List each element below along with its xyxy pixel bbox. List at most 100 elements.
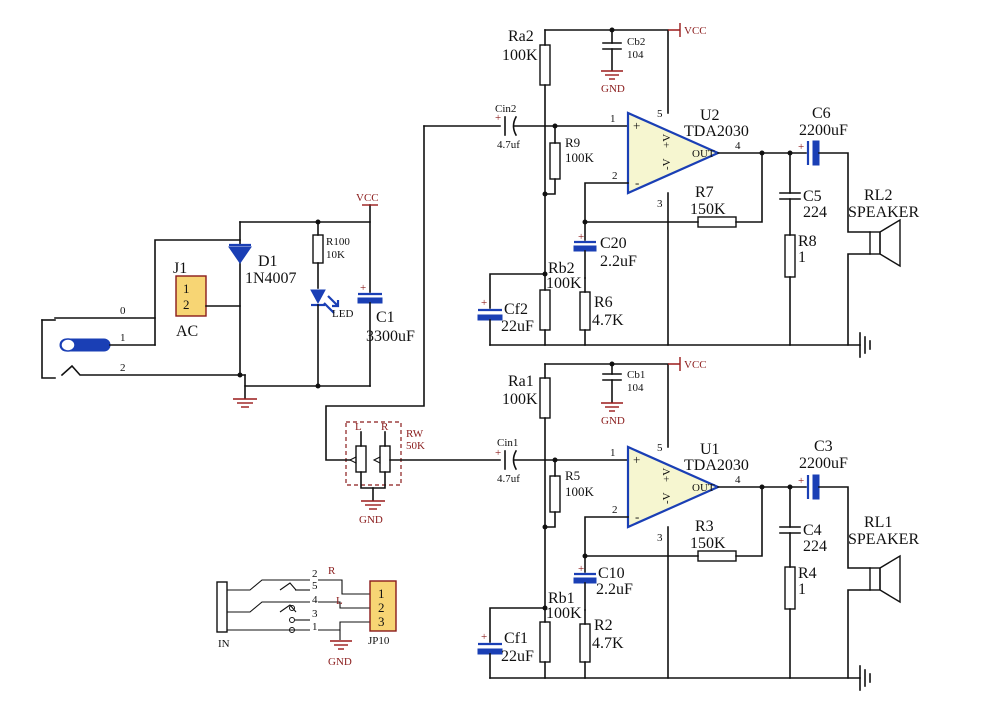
c1-value: 3300uF [366, 328, 415, 345]
rl1-value: SPEAKER [848, 531, 919, 548]
j1-ref: J1 [173, 260, 187, 277]
u1-pin2: 2 [612, 504, 618, 516]
capacitor-cb2: Cb2 104 GND [601, 29, 645, 95]
vcc-symbol-bottom: VCC [668, 357, 707, 371]
c10-ref: C10 [598, 565, 625, 582]
resistor-r100: R100 10K [312, 221, 350, 289]
u1-pin4: 4 [735, 474, 741, 486]
c5-value: 224 [803, 204, 827, 221]
c6-value: 2200uF [799, 122, 848, 139]
c3-ref: C3 [814, 438, 833, 455]
c1-polarity: + [360, 282, 366, 294]
led: LED [310, 289, 353, 387]
u1-value: TDA2030 [684, 457, 749, 474]
resistor-r7: R7 150K [584, 152, 763, 228]
r6-ref: R6 [594, 294, 613, 311]
gnd-label-cb1: GND [601, 415, 625, 427]
ra1-ref: Ra1 [508, 373, 534, 390]
svg-text:+: + [481, 631, 487, 643]
cf2-value: 22uF [501, 318, 534, 335]
r100-value: 10K [326, 249, 345, 261]
jack-in-pin-d: 3 [312, 608, 318, 620]
pot-right-label: R [381, 421, 389, 433]
r3-value: 150K [690, 535, 726, 552]
u2-minus: - [635, 175, 639, 190]
gnd-rail-top [859, 332, 871, 358]
ra2-ref: Ra2 [508, 28, 534, 45]
cb1-value: 104 [627, 382, 644, 394]
power-section: 0 1 2 J1 1 2 AC D1 1N4007 [41, 192, 415, 408]
jack-in-pin-c: 4 [312, 594, 318, 606]
j1-header: J1 1 2 AC [154, 239, 241, 346]
resistor-r5: R5 100K [544, 459, 595, 528]
r4-value: 1 [798, 581, 806, 598]
resistor-r2: R2 4.7K [579, 609, 624, 679]
net-r: R [328, 565, 336, 577]
pot-left-label: L [355, 421, 362, 433]
u2-pin4: 4 [735, 140, 741, 152]
jack-in-pin-b: 5 [312, 580, 318, 592]
gnd-symbol-power [233, 385, 257, 408]
cf2-ref: Cf2 [504, 301, 528, 318]
c20-ref: C20 [600, 235, 627, 252]
r7-ref: R7 [695, 184, 714, 201]
u2-ref: U2 [700, 107, 720, 124]
resistor-r3: R3 150K [584, 486, 763, 562]
j1-pin-1: 1 [183, 281, 190, 296]
opamp-u2: + - +V -V OUT U2 TDA2030 5 3 2 4 [612, 107, 749, 210]
u2-pin5: 5 [657, 108, 663, 120]
resistor-r9: R9 100K [544, 125, 595, 195]
d1-value: 1N4007 [245, 270, 297, 287]
rb1-ref: Rb1 [548, 590, 575, 607]
u2-pin3: 3 [657, 198, 663, 210]
dc-jack: 0 1 2 [41, 305, 246, 379]
speaker-rl1: RL1 SPEAKER [847, 514, 919, 679]
u1-minus: - [635, 509, 639, 524]
jack-pin-2: 2 [120, 362, 126, 374]
cb2-value: 104 [627, 49, 644, 61]
c5-ref: C5 [803, 188, 822, 205]
diode-d1: D1 1N4007 [228, 221, 297, 376]
r8-value: 1 [798, 249, 806, 266]
capacitor-c20: + C20 2.2uF [573, 231, 637, 279]
u2-out: OUT [692, 148, 715, 160]
speaker-rl2: RL2 SPEAKER [847, 187, 919, 346]
r100-ref: R100 [326, 236, 350, 248]
jack-in-pin-a: 2 [312, 568, 318, 580]
u1-pin5: 5 [657, 442, 663, 454]
cf1-ref: Cf1 [504, 630, 528, 647]
input-gnd: GND [328, 640, 352, 668]
in-label: IN [218, 638, 230, 650]
input-jack: IN 2 5 4 3 1 [216, 568, 318, 650]
gnd-rail-bottom [859, 665, 871, 691]
cb2-ref: Cb2 [627, 36, 645, 48]
svg-text:+: + [578, 563, 584, 575]
ra2-value: 100K [502, 47, 538, 64]
u2-value: TDA2030 [684, 123, 749, 140]
r6-value: 4.7K [592, 312, 624, 329]
ra1-value: 100K [502, 391, 538, 408]
gnd-label-pot: GND [359, 514, 383, 526]
c10-value: 2.2uF [596, 581, 633, 598]
jp10-pin-1: 1 [378, 586, 385, 601]
capacitor-c10: + C10 2.2uF [573, 563, 633, 611]
j1-pin-2: 2 [183, 297, 190, 312]
cb1-ref: Cb1 [627, 369, 645, 381]
vcc-label-power: VCC [356, 192, 379, 204]
pot-value: 50K [406, 440, 425, 452]
capacitor-c1: + C1 3300uF [357, 204, 415, 387]
r9-value: 100K [565, 150, 595, 165]
r9-ref: R9 [565, 135, 580, 150]
r4-ref: R4 [798, 565, 817, 582]
rb1-value: 100K [546, 605, 582, 622]
zobel-bottom: C4 224 R4 1 [779, 486, 827, 679]
c1-ref: C1 [376, 309, 395, 326]
u2-pin1: 1 [610, 113, 616, 125]
rl2-value: SPEAKER [848, 204, 919, 221]
j1-value: AC [176, 323, 198, 340]
jack-pin-0: 0 [120, 305, 126, 317]
jp10-pin-3: 3 [378, 614, 385, 629]
channel-top: + Cin2 4.7uf 1 Ra2 100K VCC [423, 23, 919, 358]
pot-ref: RW [406, 428, 424, 440]
d1-ref: D1 [258, 253, 278, 270]
